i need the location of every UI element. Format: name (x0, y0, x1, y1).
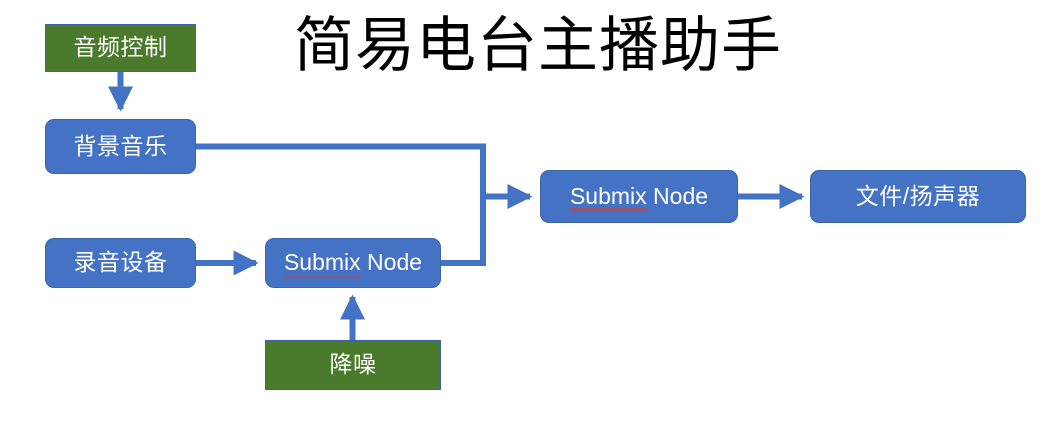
connector-submix-lower-to-submix-upper (440, 196, 486, 266)
node-submix-node-upper[interactable]: Submix Node (540, 170, 738, 223)
node-noise-reduction-label: 降噪 (329, 351, 377, 378)
node-submix-node-lower-label-rest: Node (360, 249, 423, 276)
spellcheck-underline-icon: Submix (283, 249, 361, 278)
node-audio-control[interactable]: 音频控制 (45, 24, 196, 72)
node-submix-node-lower-label: Submix Node (283, 249, 423, 278)
node-submix-node-upper-label: Submix Node (569, 182, 709, 212)
node-file-speaker[interactable]: 文件/扬声器 (810, 170, 1026, 223)
node-background-music-label: 背景音乐 (73, 132, 168, 159)
node-audio-control-label: 音频控制 (73, 34, 168, 61)
node-recording-device-label: 录音设备 (73, 249, 168, 276)
spellcheck-underline-icon: Submix (569, 182, 647, 212)
connector-background-music-to-submix-upper (196, 143, 533, 210)
node-recording-device[interactable]: 录音设备 (45, 238, 196, 288)
page-title: 简易电台主播助手 (294, 11, 782, 79)
node-noise-reduction[interactable]: 降噪 (265, 340, 441, 390)
node-submix-node-lower[interactable]: Submix Node (265, 238, 441, 288)
node-submix-node-upper-label-rest: Node (646, 182, 709, 209)
node-background-music[interactable]: 背景音乐 (45, 119, 196, 174)
node-file-speaker-label: 文件/扬声器 (855, 182, 981, 209)
